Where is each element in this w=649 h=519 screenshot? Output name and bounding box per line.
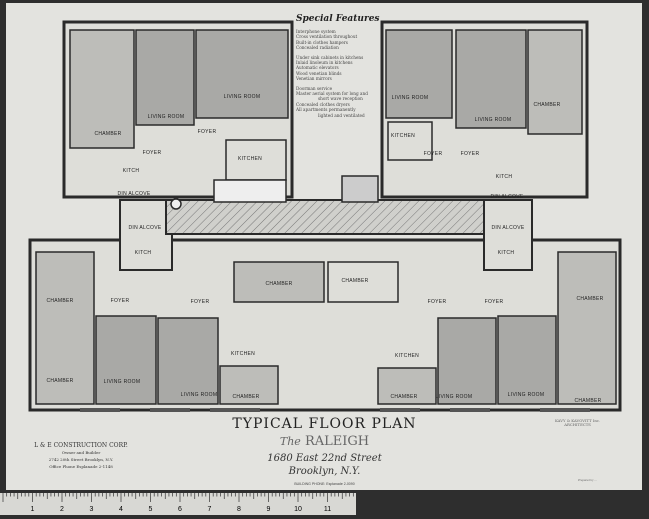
ruler-number: 11 [324, 506, 331, 513]
room-label: LIVING ROOM [507, 392, 545, 398]
feature: Concealed radiation [296, 45, 339, 51]
room-label: KITCHEN [390, 133, 416, 139]
room-label: DIN ALCOVE [490, 194, 524, 200]
feature: Inlaid linoleum in kitchens [296, 60, 353, 66]
building-name-main: RALEIGH [304, 434, 370, 449]
feature: Cross ventilation throughout [296, 34, 358, 40]
feature: Interphone system [296, 29, 336, 34]
room-label: KITCH [122, 168, 140, 174]
room-label: FOYER [190, 299, 210, 305]
room-label: FOYER [110, 298, 130, 304]
builder-phone: Office Phone Esplanade 2-1148 [49, 464, 113, 469]
room-label: CHAMBER [265, 281, 293, 287]
public-corridor [165, 199, 485, 235]
room-label: LIVING ROOM [223, 94, 261, 100]
elevators [341, 175, 379, 203]
room-label: KITCH [134, 250, 152, 256]
prepared-by: Prepared by ... [578, 479, 597, 482]
plan-title: TYPICAL FLOOR PLAN [232, 416, 417, 432]
feature: lighted and ventilated [318, 112, 365, 118]
feature: Doorman service [296, 85, 333, 91]
building-name: The RALEIGH [0, 434, 649, 449]
room-label: CHAMBER [576, 296, 604, 302]
room-label: DIN ALCOVE [117, 191, 151, 197]
feature: Built-in clothes hampers [296, 39, 348, 45]
feature: Automatic elevators [296, 65, 339, 71]
feature: All apartments permanently [296, 107, 356, 113]
builder-name: L & E CONSTRUCTION CORP. [34, 442, 128, 449]
features-title: Special Features [296, 14, 380, 24]
feature: Venetian mirrors [296, 76, 332, 82]
special-features: Special Features Interphone system Cross… [296, 14, 382, 118]
feature: Master aerial system for long and [296, 91, 368, 97]
room-label: KITCH [497, 250, 515, 256]
ruler-number: 9 [267, 506, 271, 513]
room-label: FOYER [142, 150, 162, 156]
room-label: KITCHEN [237, 156, 263, 162]
builder-role: Owner and Builder [61, 450, 101, 455]
ruler-number: 2 [60, 506, 64, 513]
ruler-number: 1 [31, 506, 35, 513]
room-label: KITCHEN [394, 353, 420, 359]
room-label: KITCHEN [230, 351, 256, 357]
room-label: FOYER [460, 151, 480, 157]
ruler-number: 3 [90, 506, 94, 513]
room-label: CHAMBER [46, 298, 74, 304]
elevator-shaft [170, 198, 182, 210]
room-label: CHAMBER [232, 394, 260, 400]
feature: Under sink cabinets in kitchens [296, 54, 364, 60]
room-label: CHAMBER [94, 131, 122, 137]
builder-address: 2742 20th Street Brooklyn, N.Y. [48, 457, 114, 462]
architect-role: ARCHITECTS [564, 422, 591, 427]
address-line-2: Brooklyn, N.Y. [288, 466, 361, 477]
room-label: FOYER [484, 299, 504, 305]
room-label: LIVING ROOM [435, 394, 473, 400]
ruler-number: 4 [119, 506, 123, 513]
room-label: DIN ALCOVE [491, 225, 525, 231]
ruler-number: 7 [208, 506, 212, 513]
address-line-1: 1680 East 22nd Street [267, 453, 382, 464]
ruler-number: 8 [237, 506, 241, 513]
room-label: LIVING ROOM [103, 379, 141, 385]
room-label: FOYER [427, 299, 447, 305]
feature: short wave reception [318, 96, 363, 102]
room-label: CHAMBER [533, 102, 561, 108]
ruler-number: 5 [149, 506, 153, 513]
room-label: CHAMBER [574, 398, 602, 404]
room-label: CHAMBER [390, 394, 418, 400]
ruler-number: 6 [178, 506, 182, 513]
room-label: LIVING ROOM [391, 95, 429, 101]
feature: Concealed clothes dryers [296, 101, 350, 107]
building-phone: BUILDING PHONE: Esplanade 2-0090 [294, 482, 355, 486]
builder-info: L & E CONSTRUCTION CORP. Owner and Build… [26, 442, 136, 470]
room-label: LIVING ROOM [474, 117, 512, 123]
architect-name: KAVY & KAVOVITT Inc. [555, 418, 601, 423]
room-label: KITCH [495, 174, 513, 180]
room-label: LIVING ROOM [180, 392, 218, 398]
room-label: FOYER [197, 129, 217, 135]
room-label: DIN ALCOVE [128, 225, 162, 231]
building-name-the: The [279, 435, 301, 448]
feature: Wood venetian blinds [296, 70, 342, 76]
architect-info: KAVY & KAVOVITT Inc. ARCHITECTS [555, 419, 600, 427]
room-label: FOYER [423, 151, 443, 157]
ruler-number: 10 [294, 506, 302, 513]
room-label: LIVING ROOM [147, 114, 185, 120]
measuring-ruler: 1 2 3 4 5 6 7 8 9 10 11 [0, 493, 356, 515]
stairs [213, 179, 287, 203]
room-label: CHAMBER [341, 278, 369, 284]
room-label: CHAMBER [46, 378, 74, 384]
